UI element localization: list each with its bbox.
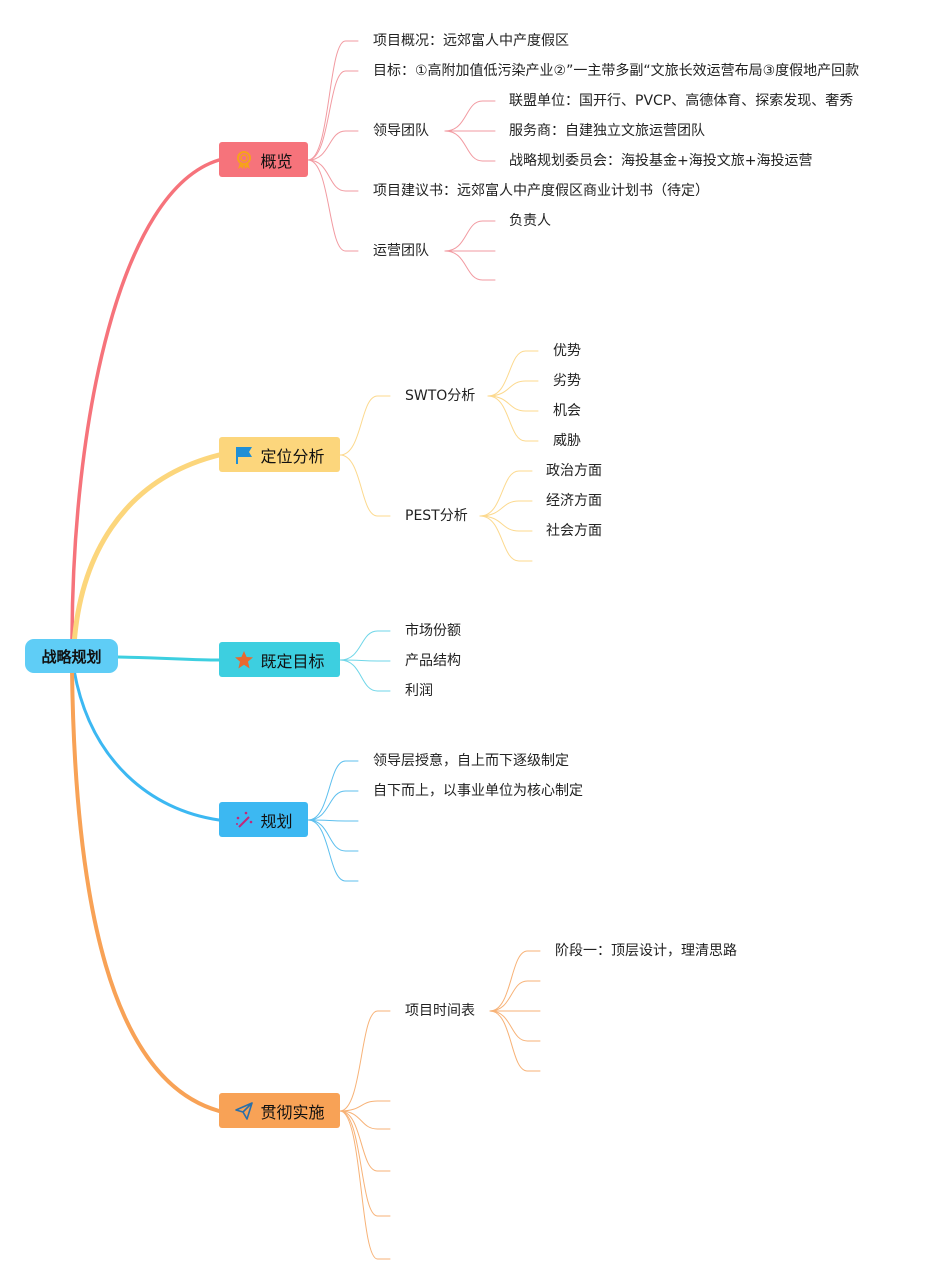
- child-connector: [307, 70, 359, 161]
- child-connector: [339, 1110, 391, 1217]
- child-connector: [444, 130, 496, 162]
- child-connector: [444, 220, 496, 252]
- branch-connector: [71, 452, 222, 648]
- child-connector: [307, 790, 359, 821]
- branch-label: 概览: [260, 151, 293, 171]
- child-connector: [487, 395, 539, 412]
- child-connector: [307, 760, 359, 821]
- child-connector: [307, 130, 359, 161]
- child-connector: [339, 395, 391, 456]
- child-connector: [479, 470, 533, 517]
- branch-label: 既定目标: [260, 651, 325, 671]
- leadership-item[interactable]: 联盟单位：国开行、PVCP、高德体育、探索发现、奢秀: [509, 93, 854, 109]
- root-node[interactable]: 战略规划: [25, 639, 118, 673]
- branch-connector: [116, 655, 221, 662]
- pest-item[interactable]: 社会方面: [546, 523, 602, 539]
- child-connector: [307, 819, 359, 822]
- flag-icon: [236, 446, 253, 464]
- child-connector: [444, 250, 496, 281]
- child-connector: [339, 1010, 391, 1112]
- child-connector: [307, 159, 359, 192]
- overview-proposal[interactable]: 项目建议书：远郊富人中产度假区商业计划书（待定）: [373, 183, 709, 199]
- child-connector: [479, 515, 533, 532]
- pest-analysis[interactable]: PEST分析: [405, 508, 468, 524]
- planning-item[interactable]: 自下而上，以事业单位为核心制定: [373, 783, 583, 799]
- pest-item[interactable]: 经济方面: [546, 493, 602, 509]
- magic-wand-icon: [236, 811, 253, 828]
- paper-plane-icon: [235, 1101, 254, 1120]
- child-connector: [307, 159, 359, 252]
- branch-label: 定位分析: [260, 446, 325, 466]
- child-connector: [339, 659, 391, 662]
- branch-label: 规划: [260, 811, 293, 831]
- child-connector: [307, 819, 359, 852]
- overview-summary[interactable]: 项目概况：远郊富人中产度假区: [373, 33, 569, 49]
- child-connector: [339, 1110, 391, 1130]
- overview-goal[interactable]: 目标：①高附加值低污染产业②”一主带多副“文旅长效运营布局③度假地产回款: [373, 63, 860, 79]
- target-item[interactable]: 产品结构: [405, 653, 461, 669]
- timeline-item[interactable]: 阶段一：顶层设计，理清思路: [555, 943, 737, 959]
- child-connector: [339, 1100, 391, 1112]
- leadership-item[interactable]: 战略规划委员会：海投基金+海投文旅+海投运营: [509, 153, 813, 169]
- child-connector: [339, 454, 391, 517]
- child-connector: [479, 515, 533, 562]
- branch-connector: [70, 668, 221, 1113]
- swot-item[interactable]: 机会: [553, 403, 581, 419]
- child-connector: [489, 980, 541, 1012]
- pest-item[interactable]: 政治方面: [546, 463, 602, 479]
- child-connector: [487, 350, 539, 397]
- swot-item[interactable]: 优势: [553, 343, 581, 359]
- child-connector: [479, 500, 533, 517]
- star-icon: [235, 650, 254, 668]
- award-ribbon-icon: [237, 150, 252, 169]
- branch-positioning[interactable]: 定位分析: [219, 437, 340, 472]
- child-connector: [307, 819, 359, 882]
- child-connector: [307, 40, 359, 161]
- child-connector: [487, 380, 539, 397]
- project-timeline[interactable]: 项目时间表: [405, 1003, 475, 1019]
- root-label: 战略规划: [41, 647, 102, 666]
- child-connector: [339, 1110, 391, 1260]
- swot-item[interactable]: 劣势: [553, 373, 581, 389]
- child-connector: [444, 100, 496, 132]
- child-connector: [489, 1010, 541, 1042]
- leadership-item[interactable]: 服务商：自建独立文旅运营团队: [509, 123, 705, 139]
- planning-item[interactable]: 领导层授意，自上而下逐级制定: [373, 753, 569, 769]
- swot-analysis[interactable]: SWTO分析: [405, 388, 476, 404]
- branch-connector: [72, 668, 221, 822]
- branch-connector: [70, 158, 221, 647]
- target-item[interactable]: 利润: [405, 683, 433, 699]
- ops-team[interactable]: 运营团队: [373, 243, 429, 259]
- child-connector: [339, 1110, 391, 1172]
- child-connector: [339, 630, 391, 661]
- leadership-team[interactable]: 领导团队: [373, 123, 429, 139]
- branch-overview[interactable]: 概览: [219, 142, 308, 177]
- branch-planning[interactable]: 规划: [219, 802, 308, 837]
- branch-targets[interactable]: 既定目标: [219, 642, 340, 677]
- ops-team-item[interactable]: 负责人: [509, 213, 551, 229]
- branch-implementation[interactable]: 贯彻实施: [219, 1093, 340, 1128]
- target-item[interactable]: 市场份额: [405, 623, 461, 639]
- branch-label: 贯彻实施: [260, 1102, 325, 1122]
- swot-item[interactable]: 威胁: [553, 433, 581, 449]
- child-connector: [489, 950, 541, 1012]
- child-connector: [487, 395, 539, 442]
- child-connector: [339, 659, 391, 692]
- child-connector: [489, 1010, 541, 1072]
